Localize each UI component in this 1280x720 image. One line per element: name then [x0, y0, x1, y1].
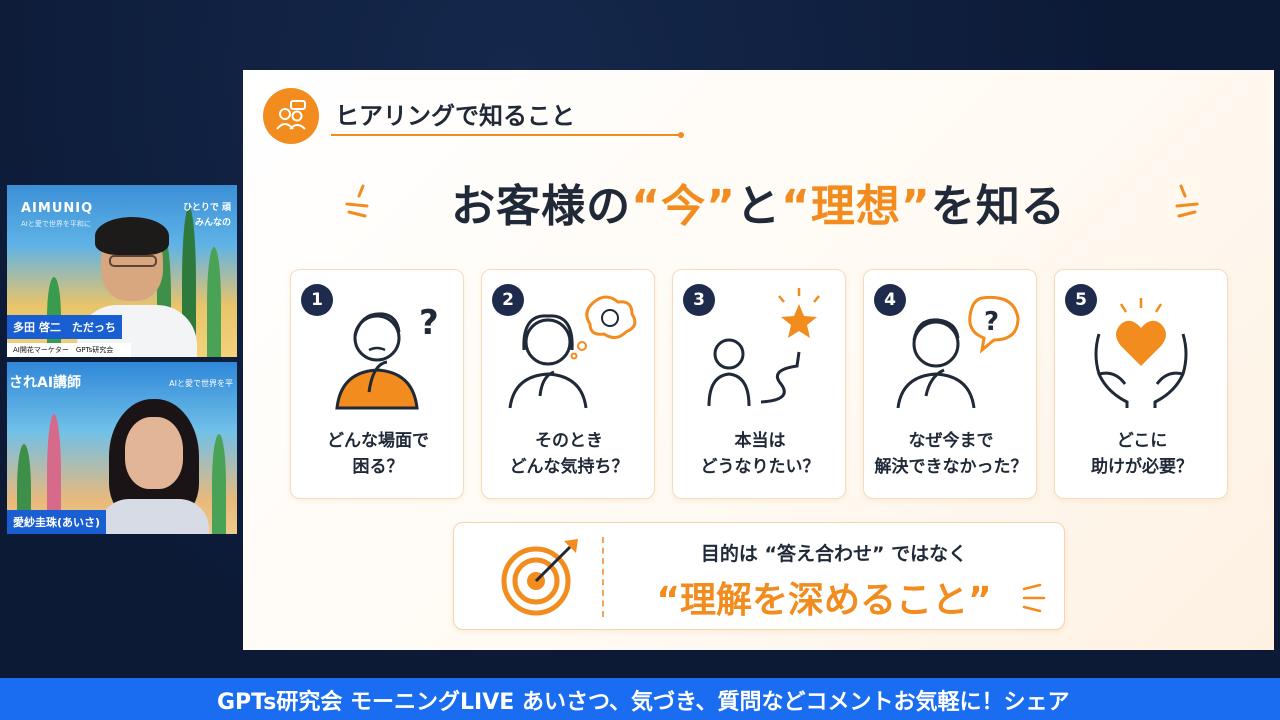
- header-underline: [331, 132, 684, 138]
- slide-header: ヒアリングで知ること: [335, 102, 575, 130]
- brand-tagline: AIと愛で世界を平和に: [21, 220, 91, 228]
- card-number-badge: 1: [301, 284, 333, 316]
- host-person: [77, 217, 197, 357]
- question-card-5: 5 どこに 助けが必要？: [1054, 269, 1228, 499]
- svg-text:?: ?: [419, 303, 439, 343]
- purpose-box: 目的は “答え合わせ” ではなく “理解を深めること”: [453, 522, 1065, 630]
- comment-ticker-bar: GPTs研究会 モーニングLIVE あいさつ、気づき、質問などコメントお気軽に！…: [0, 678, 1280, 720]
- sparkle-right-icon: [1175, 184, 1199, 218]
- webcam-panel-host: AIMUNIQ AIと愛で世界を平和に ひとりで 頑 みんなの 多田 啓二 ただ…: [7, 185, 237, 357]
- goal-path-star-icon: [707, 288, 820, 407]
- pondering-person-icon: ?: [896, 295, 1020, 409]
- question-card-4: ? 4 なぜ今まで 解決できなかった？: [863, 269, 1037, 499]
- host-subtitle: AI開花マーケター GPTs研究会: [7, 343, 131, 357]
- question-card-1: ? 1 どんな場面で 困る？: [290, 269, 464, 499]
- presentation-slide: ヒアリングで知ること お客様の“今”と“理想”を知る ? 1 どんな場面で: [243, 70, 1274, 650]
- target-arrow-icon: [501, 539, 578, 616]
- question-card-3: 3 本当は どうなりたい？: [672, 269, 846, 499]
- brand-logo: AIMUNIQ: [21, 201, 94, 216]
- question-card-2: 2 そのとき どんな気持ち？: [481, 269, 655, 499]
- card-question-text: 本当は どうなりたい？: [700, 431, 820, 477]
- people-chat-icon: [263, 88, 319, 144]
- sparkle-icon: [1022, 583, 1046, 613]
- webcam-overlay-text: AIと愛で世界を平: [169, 379, 233, 388]
- slide-title: お客様の“今”と“理想”を知る: [451, 181, 1066, 232]
- divider: [602, 537, 604, 617]
- card-question-text: どこに 助けが必要？: [1091, 431, 1193, 477]
- card-question-text: そのとき どんな気持ち？: [509, 431, 629, 477]
- hands-heart-icon: [1094, 298, 1188, 408]
- lecturer-title: されAI講師: [9, 375, 82, 391]
- thinking-woman-icon: [508, 295, 637, 409]
- svg-text:?: ?: [984, 307, 999, 337]
- purpose-text: 目的は “答え合わせ” ではなく: [700, 543, 968, 565]
- card-number-badge: 4: [874, 284, 906, 316]
- host-name-label: 多田 啓二 ただっち: [7, 315, 122, 339]
- purpose-highlight: “理解を深めること”: [656, 580, 992, 621]
- card-number-badge: 2: [492, 284, 524, 316]
- webcam-overlay-text: ひとりで 頑 みんなの: [183, 203, 231, 228]
- card-number-badge: 5: [1065, 284, 1097, 316]
- webcam-panel-guest: されAI講師 AIと愛で世界を平 愛紗圭珠(あいさ): [7, 362, 237, 534]
- question-cards: ? 1 どんな場面で 困る？ 2 そのとき どんな気持: [290, 269, 1228, 499]
- guest-name-label: 愛紗圭珠(あいさ): [7, 510, 107, 534]
- card-question-text: なぜ今まで 解決できなかった？: [874, 431, 1028, 477]
- card-question-text: どんな場面で 困る？: [327, 431, 429, 477]
- sparkle-left-icon: [345, 184, 369, 218]
- guest-person: [99, 399, 209, 534]
- ticker-text: GPTs研究会 モーニングLIVE あいさつ、気づき、質問などコメントお気軽に！…: [217, 690, 1070, 715]
- confused-person-icon: ?: [335, 303, 439, 410]
- card-number-badge: 3: [683, 284, 715, 316]
